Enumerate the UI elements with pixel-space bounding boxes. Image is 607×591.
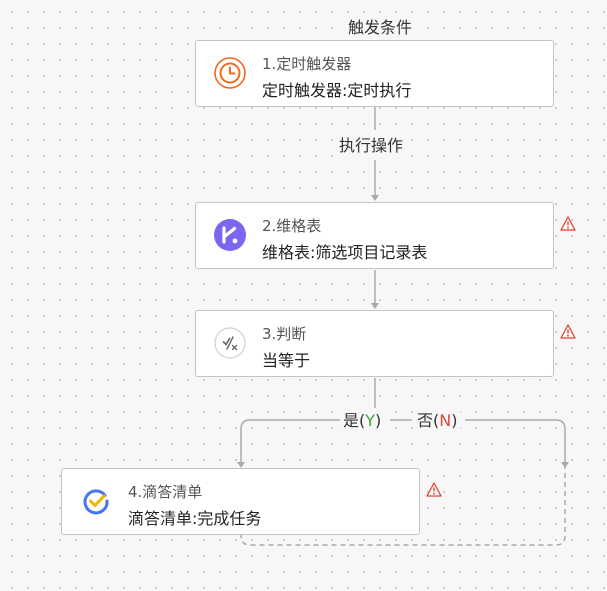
branch-no-prefix: 否( bbox=[417, 411, 440, 430]
node-title: 3.判断 bbox=[262, 325, 307, 343]
branch-yes-prefix: 是( bbox=[343, 411, 366, 430]
node-description: 定时触发器:定时执行 bbox=[262, 81, 412, 100]
arrow-head bbox=[371, 303, 379, 309]
node-description: 当等于 bbox=[262, 351, 311, 370]
yes-branch-line bbox=[240, 419, 340, 464]
branch-no-label[interactable]: 否(N) bbox=[414, 411, 461, 431]
node-vika-table[interactable]: 2.维格表 维格表:筛选项目记录表 bbox=[195, 202, 554, 269]
branch-no-suffix: ) bbox=[451, 411, 458, 430]
node-title: 4.滴答清单 bbox=[128, 483, 203, 501]
merge-dashed-line bbox=[240, 464, 566, 546]
warning-icon[interactable] bbox=[426, 482, 442, 497]
warning-icon[interactable] bbox=[560, 324, 576, 339]
branch-no-letter: N bbox=[439, 411, 452, 430]
condition-icon bbox=[214, 327, 246, 359]
ticktick-icon bbox=[80, 485, 112, 517]
node-timer-trigger[interactable]: 1.定时触发器 定时触发器:定时执行 bbox=[195, 40, 554, 107]
no-branch-line bbox=[465, 419, 566, 464]
node-title: 1.定时触发器 bbox=[262, 55, 352, 73]
trigger-section-label: 触发条件 bbox=[344, 17, 417, 39]
branch-yes-letter: Y bbox=[365, 411, 376, 430]
arrow-head bbox=[371, 195, 379, 201]
node-description: 维格表:筛选项目记录表 bbox=[262, 243, 428, 262]
node-description: 滴答清单:完成任务 bbox=[128, 509, 262, 528]
vika-logo-icon bbox=[214, 219, 246, 251]
warning-icon[interactable] bbox=[560, 216, 576, 231]
clock-icon bbox=[214, 57, 246, 89]
action-section-label: 执行操作 bbox=[335, 135, 408, 157]
arrow-head bbox=[237, 462, 245, 468]
branch-yes-label[interactable]: 是(Y) bbox=[340, 411, 385, 431]
node-condition[interactable]: 3.判断 当等于 bbox=[195, 310, 554, 377]
arrow-head bbox=[561, 462, 569, 468]
node-title: 2.维格表 bbox=[262, 217, 322, 235]
node-ticktick[interactable]: 4.滴答清单 滴答清单:完成任务 bbox=[61, 468, 420, 535]
branch-yes-suffix: ) bbox=[375, 411, 382, 430]
